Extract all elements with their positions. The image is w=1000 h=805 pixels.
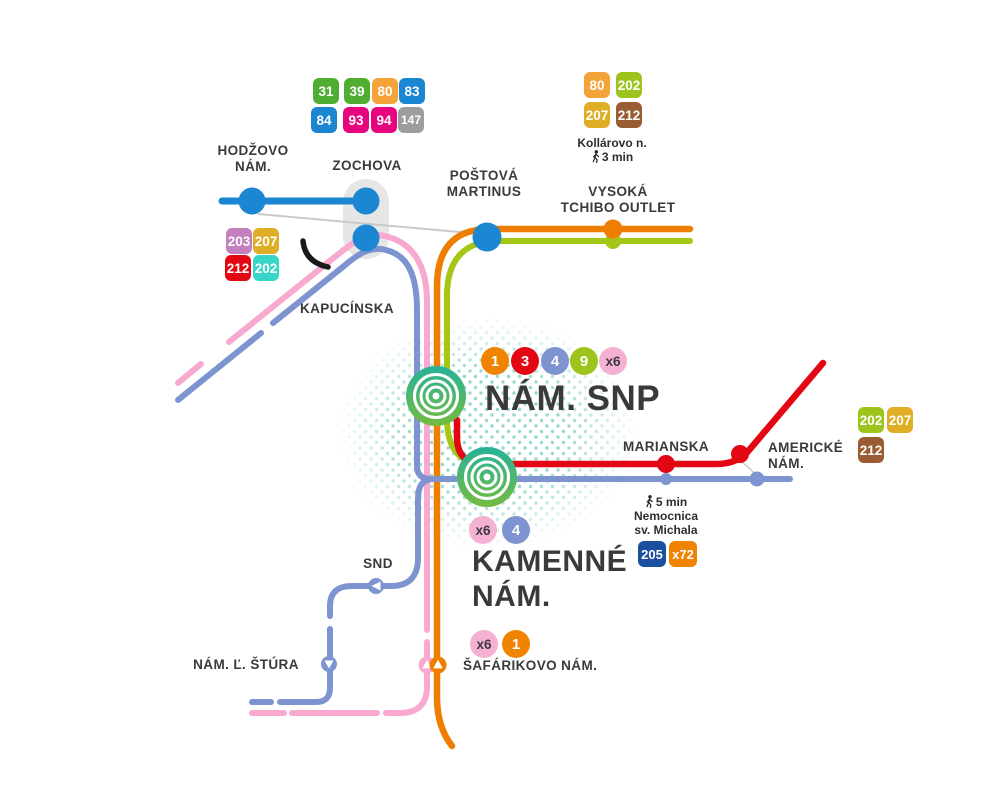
route-badge-3-snp[interactable]: 3 xyxy=(511,347,539,375)
station-label-zochova: ZOCHOVA xyxy=(332,158,402,173)
station-dot-americke-periwinkle[interactable] xyxy=(749,471,765,487)
route-badge-147[interactable]: 147 xyxy=(398,107,424,133)
route-badge-80[interactable]: 80 xyxy=(372,78,398,104)
station-dot-zochova-top[interactable] xyxy=(352,187,380,215)
route-badge-202[interactable]: 202 xyxy=(253,255,279,281)
route-badge-83[interactable]: 83 xyxy=(399,78,425,104)
route-badge-202-kollarovo[interactable]: 202 xyxy=(616,72,642,98)
station-dot-zochova-bottom[interactable] xyxy=(352,224,380,252)
route-badge-207-americke[interactable]: 207 xyxy=(887,407,913,433)
route-badge-x6-kamenne[interactable]: x6 xyxy=(469,516,497,544)
route-badge-207[interactable]: 207 xyxy=(253,228,279,254)
route-badge-93[interactable]: 93 xyxy=(343,107,369,133)
closure-mark-icon xyxy=(300,238,331,270)
station-marker-nam-l-stura[interactable] xyxy=(321,656,337,672)
station-dot-marianska-red[interactable] xyxy=(657,455,675,473)
route-badge-1-safarikovo[interactable]: 1 xyxy=(502,630,530,658)
station-label-snd: SND xyxy=(363,556,393,571)
route-badge-4-snp[interactable]: 4 xyxy=(541,347,569,375)
route-badge-212-americke[interactable]: 212 xyxy=(858,437,884,463)
walking-icon xyxy=(646,495,653,508)
station-dot-americke-red[interactable] xyxy=(731,445,749,463)
route-badge-202-americke[interactable]: 202 xyxy=(858,407,884,433)
station-dot-marianska-periwinkle[interactable] xyxy=(660,473,672,485)
route-badge-203[interactable]: 203 xyxy=(226,228,252,254)
route-line-orange xyxy=(433,225,694,750)
station-dot-postova[interactable] xyxy=(472,222,502,252)
route-badge-212-kollarovo[interactable]: 212 xyxy=(616,102,642,128)
walk-link-hodzovo-postova xyxy=(257,213,483,235)
route-badge-80-kollarovo[interactable]: 80 xyxy=(584,72,610,98)
station-dot-hodzovo[interactable] xyxy=(238,187,266,215)
route-badge-x72[interactable]: x72 xyxy=(669,541,697,567)
route-badge-9-snp[interactable]: 9 xyxy=(570,347,598,375)
route-badge-39[interactable]: 39 xyxy=(344,78,370,104)
note-nemocnica: 5 min Nemocnica sv. Michala xyxy=(633,495,699,537)
route-badge-94[interactable]: 94 xyxy=(371,107,397,133)
route-badge-x6-safarikovo[interactable]: x6 xyxy=(470,630,498,658)
station-dot-vysoka-orange[interactable] xyxy=(603,219,623,239)
station-hub-kamenne-nam[interactable] xyxy=(457,447,517,507)
route-badge-84[interactable]: 84 xyxy=(311,107,337,133)
walking-icon xyxy=(592,150,599,163)
station-label-nam-l-stura: NÁM. Ľ. ŠTÚRA xyxy=(193,657,299,672)
station-label-nam-snp: NÁM. SNP xyxy=(485,379,661,418)
station-label-marianska: MARIANSKA xyxy=(622,439,710,454)
station-marker-safarikovo-orange[interactable] xyxy=(429,656,447,674)
route-badge-207-kollarovo[interactable]: 207 xyxy=(584,102,610,128)
route-badge-1-snp[interactable]: 1 xyxy=(481,347,509,375)
route-badge-31[interactable]: 31 xyxy=(313,78,339,104)
station-hub-nam-snp[interactable] xyxy=(406,366,466,426)
route-line-pink xyxy=(175,231,430,716)
route-badge-212[interactable]: 212 xyxy=(225,255,251,281)
station-label-safarikovo-nam: ŠAFÁRIKOVO NÁM. xyxy=(463,658,598,673)
route-badge-x6-snp[interactable]: x6 xyxy=(599,347,627,375)
station-marker-snd[interactable] xyxy=(368,578,384,594)
route-line-periwinkle xyxy=(175,245,793,705)
note-kollarovo: Kollárovo n. 3 min xyxy=(577,136,647,164)
route-badge-205[interactable]: 205 xyxy=(638,541,666,567)
station-label-kapucinska: KAPUCÍNSKA xyxy=(299,301,395,316)
route-badge-4-kamenne[interactable]: 4 xyxy=(502,516,530,544)
